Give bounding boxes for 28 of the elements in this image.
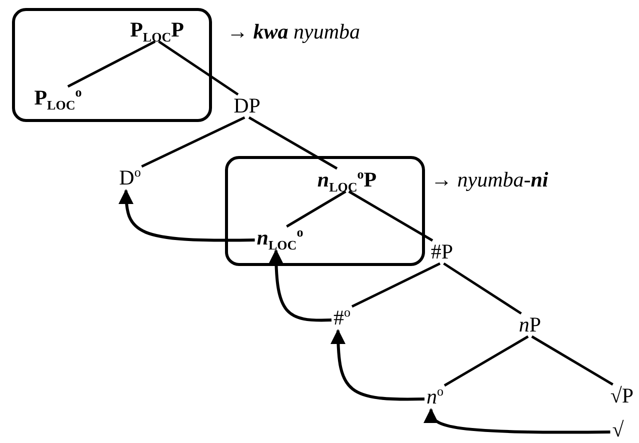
tree-branch bbox=[444, 335, 529, 387]
tree-label: n$_{LOC}$$^{o}$P bbox=[317, 170, 377, 190]
tree-label: #P bbox=[430, 242, 454, 262]
movement-arrow bbox=[268, 249, 332, 322]
tree-branch bbox=[248, 116, 338, 170]
tree-label: √P bbox=[610, 386, 634, 406]
gloss-text: → nyumba-ni bbox=[431, 170, 548, 190]
tree-label: P$_{LOC}$P bbox=[130, 20, 184, 40]
tree-branch bbox=[348, 190, 434, 242]
gloss-text: → kwa nyumba bbox=[227, 22, 360, 42]
tree-label: n$^{o}$ bbox=[426, 386, 444, 408]
tree-label: #$^{o}$ bbox=[334, 308, 350, 328]
tree-label: DP bbox=[234, 96, 260, 116]
rounded-box bbox=[12, 8, 212, 122]
tree-branch bbox=[443, 262, 522, 315]
tree-branch bbox=[67, 40, 156, 88]
tree-branch bbox=[158, 40, 239, 96]
movement-arrow bbox=[118, 189, 255, 242]
tree-label: √ bbox=[612, 420, 624, 440]
tree-label: D$^{o}$ bbox=[119, 168, 141, 188]
tree-branch bbox=[286, 190, 346, 228]
rounded-box bbox=[225, 156, 425, 266]
movement-arrow bbox=[330, 329, 425, 401]
tree-label: nP bbox=[518, 314, 542, 336]
tree-branch bbox=[141, 116, 246, 168]
movement-arrow bbox=[424, 408, 610, 434]
tree-branch bbox=[531, 335, 614, 386]
tree-branch bbox=[351, 262, 441, 308]
